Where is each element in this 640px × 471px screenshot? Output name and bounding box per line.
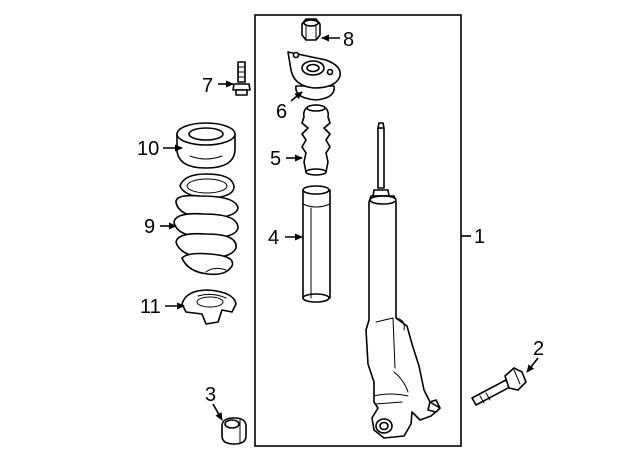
- callout-label-9: 9: [144, 216, 155, 238]
- part-8-nut: [301, 18, 321, 41]
- part-6-upper-mount: [287, 51, 342, 101]
- callout-label-1: 1: [474, 226, 485, 248]
- part-5-bump-stop: [301, 104, 331, 176]
- part-2-mounting-bolt: [471, 367, 527, 406]
- part-10-upper-spring-seat: [176, 122, 236, 169]
- callout-label-5: 5: [270, 148, 281, 170]
- part-7-bolt: [232, 61, 251, 96]
- callout-arrows: [160, 34, 539, 421]
- callout-label-3: 3: [205, 384, 216, 406]
- callout-label-4: 4: [268, 227, 279, 249]
- callout-arrow-3: [212, 403, 223, 421]
- callout-label-2: 2: [533, 338, 544, 360]
- assembly-frame: [254, 14, 462, 447]
- callout-label-11: 11: [140, 296, 161, 318]
- part-9-coil-spring: [173, 173, 239, 276]
- callout-label-10: 10: [137, 138, 159, 160]
- callout-label-7: 7: [202, 75, 213, 97]
- callout-label-6: 6: [276, 101, 287, 123]
- part-11-lower-spring-seat: [181, 289, 237, 325]
- callout-label-8: 8: [343, 29, 354, 51]
- callout-arrow-6: [290, 91, 303, 102]
- callout-arrow-2: [526, 357, 539, 373]
- part-3-bushing: [221, 417, 247, 445]
- part-1-shock-absorber: [365, 122, 441, 439]
- part-4-dust-boot: [302, 185, 331, 303]
